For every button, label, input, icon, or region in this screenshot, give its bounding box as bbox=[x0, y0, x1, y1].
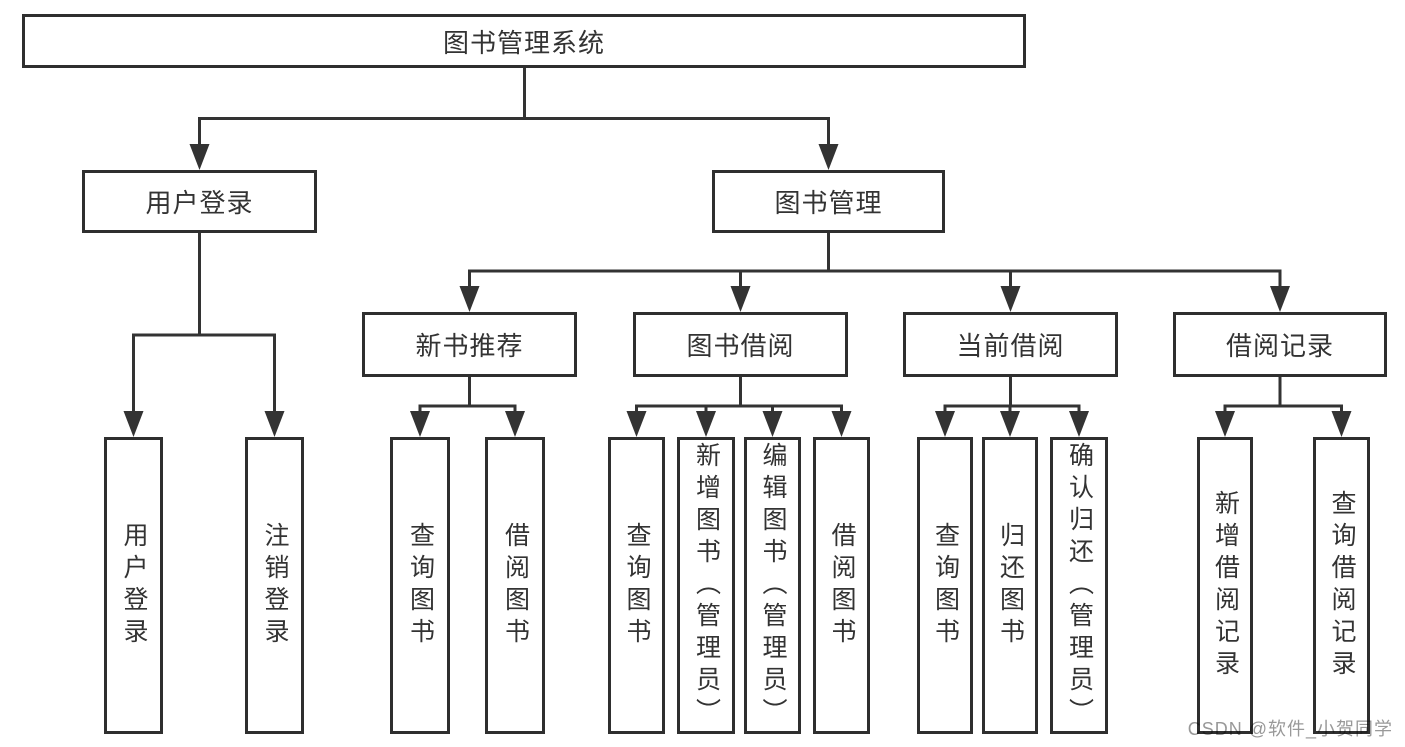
connector-current-borrowing-to-leaves bbox=[943, 377, 1081, 417]
arrow-down-icon bbox=[1069, 411, 1089, 437]
arrow-down-icon bbox=[1000, 411, 1020, 437]
leaf-confirm-return-admin: 确认归还（管理员） bbox=[1050, 437, 1108, 734]
arrow-down-icon bbox=[1215, 411, 1235, 437]
node-current-borrowing: 当前借阅 bbox=[903, 312, 1118, 377]
leaf-borrow-books: 借阅图书 bbox=[485, 437, 545, 734]
leaf-query-borrow-record: 查询借阅记录 bbox=[1313, 437, 1370, 734]
leaf-return-book: 归还图书 bbox=[982, 437, 1038, 734]
arrow-down-icon bbox=[459, 286, 480, 312]
arrow-down-icon bbox=[1331, 411, 1352, 437]
leaf-logout: 注销登录 bbox=[245, 437, 304, 734]
arrow-down-icon bbox=[264, 411, 285, 437]
arrow-down-icon bbox=[123, 411, 144, 437]
node-book-management: 图书管理 bbox=[712, 170, 945, 233]
connector-book-borrowing-to-leaves bbox=[635, 377, 843, 417]
connector-book-management-to-level2 bbox=[468, 233, 1282, 292]
leaf-add-borrow-record: 新增借阅记录 bbox=[1197, 437, 1253, 734]
leaf-query-books: 查询图书 bbox=[608, 437, 665, 734]
node-user-login: 用户登录 bbox=[82, 170, 317, 233]
arrow-down-icon bbox=[626, 411, 647, 437]
arrow-down-icon bbox=[831, 411, 852, 437]
arrow-down-icon bbox=[1000, 286, 1021, 312]
node-book-borrowing: 图书借阅 bbox=[633, 312, 848, 377]
node-new-book-recommend: 新书推荐 bbox=[362, 312, 577, 377]
arrow-down-icon bbox=[762, 411, 783, 437]
leaf-query-books: 查询图书 bbox=[390, 437, 450, 734]
arrow-down-icon bbox=[505, 411, 525, 437]
leaf-user-login: 用户登录 bbox=[104, 437, 163, 734]
arrow-down-icon bbox=[730, 286, 751, 312]
connector-user-login-to-leaves bbox=[132, 233, 276, 418]
node-library-management-system: 图书管理系统 bbox=[22, 14, 1026, 68]
arrow-down-icon bbox=[189, 144, 210, 170]
connector-new-book-recommend-to-leaves bbox=[418, 377, 517, 417]
leaf-edit-book-admin: 编辑图书（管理员） bbox=[744, 437, 801, 734]
node-borrowing-records: 借阅记录 bbox=[1173, 312, 1387, 377]
arrow-down-icon bbox=[1270, 286, 1290, 312]
csdn-watermark: CSDN @软件_小贺同学 bbox=[1187, 719, 1393, 739]
connector-root-to-level1 bbox=[198, 68, 830, 150]
connector-borrowing-records-to-leaves bbox=[1223, 377, 1343, 417]
leaf-add-book-admin: 新增图书（管理员） bbox=[677, 437, 735, 734]
arrow-down-icon bbox=[818, 144, 839, 170]
leaf-borrow-books: 借阅图书 bbox=[813, 437, 870, 734]
arrow-down-icon bbox=[696, 411, 716, 437]
arrow-down-icon bbox=[410, 411, 430, 437]
arrow-down-icon bbox=[935, 411, 955, 437]
leaf-query-books: 查询图书 bbox=[917, 437, 973, 734]
